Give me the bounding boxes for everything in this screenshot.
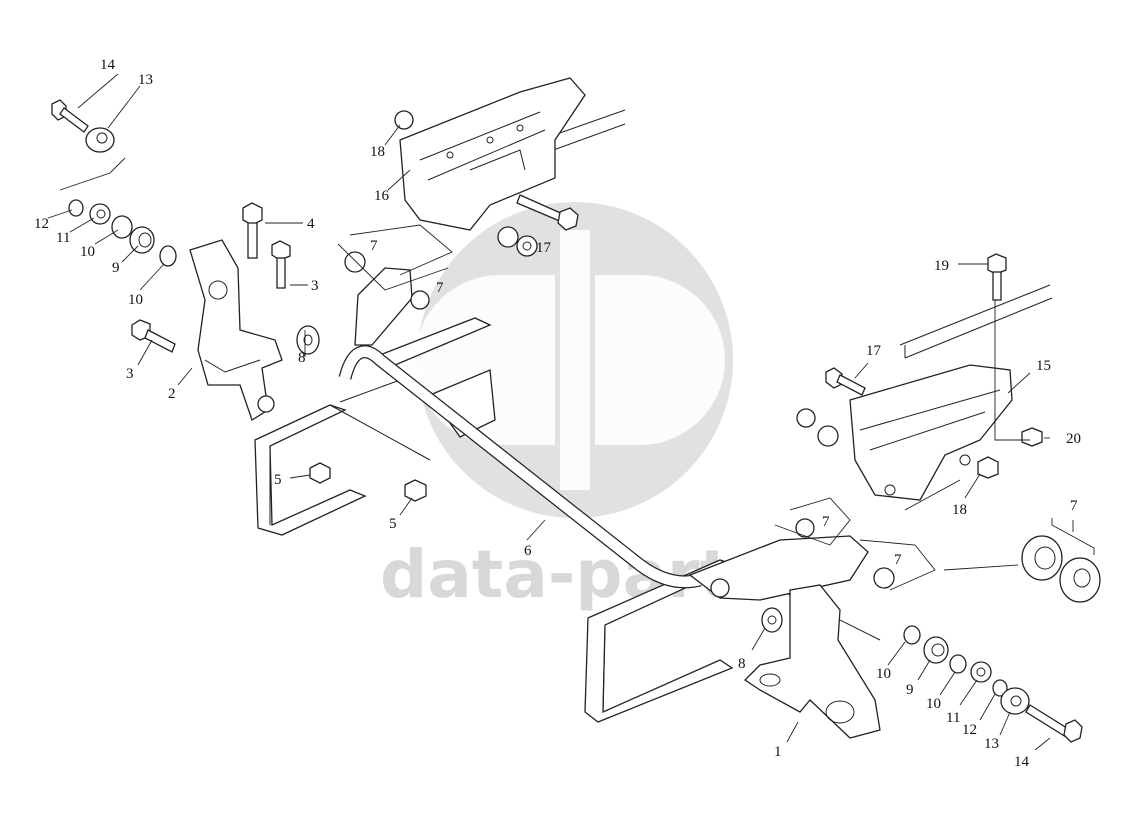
callout-7: 7 [822,514,830,530]
callout-15: 15 [1036,358,1051,374]
bolt-14-lower [1025,704,1083,743]
nut-20 [1021,427,1043,447]
callout-9: 9 [906,682,914,698]
bolt-4 [242,202,263,259]
callout-12: 12 [962,722,977,738]
callout-7: 7 [894,552,902,568]
retainer-10a-upper [111,215,133,239]
callout-10: 10 [876,666,891,682]
washer-11-upper [89,203,111,225]
nut-18-lower [977,456,999,479]
callout-10: 10 [128,292,143,308]
washer-17-lower-b [817,425,839,447]
callout-10: 10 [926,696,941,712]
callout-4: 4 [307,216,315,232]
retainer-10c-lower [903,625,921,645]
washer-17-lower-a [796,408,816,428]
callout-3: 3 [126,366,134,382]
bushing-17-upper-b [516,235,538,257]
bushing-17-upper-a [497,226,519,248]
mounting-bracket-right [743,584,881,739]
retainer-10b-upper [159,245,177,267]
clip-12-upper [68,199,84,217]
callout-8: 8 [298,350,306,366]
callout-18: 18 [952,502,967,518]
leader-lines [47,73,1095,751]
washer-8-upper [296,325,320,355]
bushing-9-upper [129,226,155,254]
callout-11: 11 [56,230,70,246]
bushing-7-lower-b [873,567,895,589]
callout-labels: 14 13 12 11 10 9 10 4 3 8 3 2 18 16 17 7… [34,57,1081,770]
stabilizer-bar [338,267,869,601]
bolt-17-lower [825,367,866,396]
callout-11: 11 [946,710,960,726]
bolt-3-upper [271,240,291,289]
callout-19: 19 [934,258,949,274]
bushing-7-upper-a [344,251,366,273]
callout-14: 14 [1014,754,1030,770]
callout-18: 18 [370,144,385,160]
bolt-3-lower [131,319,176,353]
bushing-9-lower [923,636,949,664]
washer-8-lower [761,607,783,633]
callout-17: 17 [536,240,552,256]
callout-9: 9 [112,260,120,276]
nut-5-upper [309,462,331,484]
callout-10: 10 [80,244,95,260]
callout-7: 7 [436,280,444,296]
bolt-14-upper [51,99,89,133]
mounting-bracket-left [189,239,283,421]
callout-3: 3 [311,278,319,294]
bushing-7-lower-a [795,518,815,538]
watermark-logo-bar [560,230,590,490]
callout-5: 5 [389,516,397,532]
callout-13: 13 [138,72,153,88]
mounting-bracket-15 [849,364,1013,501]
bolt-17-upper [516,194,579,231]
frame-rail-upper-right [539,109,1053,359]
bushing-7-detail [1021,535,1101,603]
callout-6: 6 [524,543,532,559]
frame-rail-left [254,379,431,536]
washer-18-upper [394,110,414,130]
callout-7: 7 [1070,498,1078,514]
callout-17: 17 [866,343,882,359]
bushing-7-upper-b [410,290,430,310]
retainer-10d-lower [949,654,967,674]
washer-11-lower [970,661,992,683]
washer-13-lower [1000,687,1030,715]
washer-13-upper [85,127,115,153]
callout-2: 2 [168,386,176,402]
clip-12-lower [992,679,1008,697]
callout-7: 7 [370,238,378,254]
mounting-bracket-16 [399,77,586,231]
callout-12: 12 [34,216,49,232]
callout-16: 16 [374,188,390,204]
callout-13: 13 [984,736,999,752]
callout-5: 5 [274,472,282,488]
callout-1: 1 [774,744,782,760]
callout-8: 8 [738,656,746,672]
nut-5-lower [404,479,427,502]
bolt-19 [987,253,1007,301]
callout-20: 20 [1066,431,1081,447]
callout-14: 14 [100,57,116,73]
